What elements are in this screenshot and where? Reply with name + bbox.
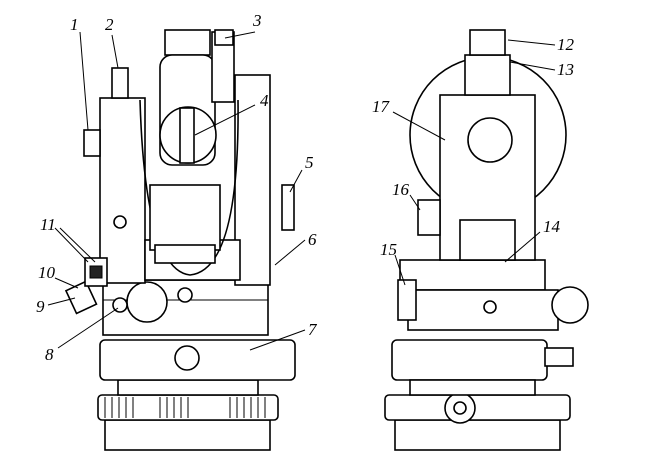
label-7: 7 — [308, 320, 318, 339]
label-13: 13 — [557, 60, 574, 79]
objective — [149, 184, 221, 251]
label-14: 14 — [543, 217, 561, 236]
eyepiece — [164, 29, 211, 56]
tangent-knob — [551, 286, 589, 324]
horizontal-tangent-knob — [126, 281, 168, 323]
label-10: 10 — [38, 263, 56, 282]
tribrach — [391, 339, 548, 381]
label-1: 1 — [70, 15, 79, 34]
label-15: 15 — [380, 240, 397, 259]
axis-block — [179, 107, 195, 164]
upper-plate-14 — [399, 259, 546, 291]
foot-screw-knurls — [104, 397, 266, 418]
label-5: 5 — [305, 153, 314, 172]
tribrach-lock — [174, 345, 200, 371]
theodolite-front-view — [64, 29, 296, 451]
screw — [177, 287, 193, 303]
left-standard — [99, 97, 146, 284]
eyepiece-13 — [464, 54, 511, 96]
item-5 — [281, 184, 295, 231]
part-labels: 1 2 3 4 5 6 7 8 9 10 11 12 13 14 15 16 1… — [36, 11, 575, 364]
knob-1 — [83, 129, 101, 157]
cap-12 — [469, 29, 506, 56]
u-frame — [139, 99, 239, 276]
knob-16 — [417, 199, 441, 236]
label-8: 8 — [45, 345, 54, 364]
clamp-10 — [64, 280, 98, 315]
label-9: 9 — [36, 297, 45, 316]
knob-15 — [397, 279, 417, 321]
label-2: 2 — [105, 15, 114, 34]
screw — [113, 215, 127, 229]
label-4: 4 — [260, 91, 269, 110]
label-16: 16 — [392, 180, 410, 199]
label-12: 12 — [557, 35, 575, 54]
focus-ring — [154, 244, 216, 264]
foot-screws — [384, 394, 571, 421]
tribrach-column — [117, 379, 259, 396]
label-6: 6 — [308, 230, 317, 249]
knob-3 — [214, 29, 234, 46]
label-17: 17 — [372, 97, 391, 116]
knob-2 — [111, 67, 129, 99]
base-plate — [394, 419, 561, 451]
theodolite-side-view — [384, 29, 589, 451]
leader-lines — [47, 31, 556, 351]
horizontal-circle-housing — [407, 289, 559, 331]
base-plate — [104, 419, 271, 451]
label-3: 3 — [252, 11, 262, 30]
tribrach-knob — [544, 347, 574, 367]
right-standard — [234, 74, 271, 286]
label-11: 11 — [40, 215, 56, 234]
